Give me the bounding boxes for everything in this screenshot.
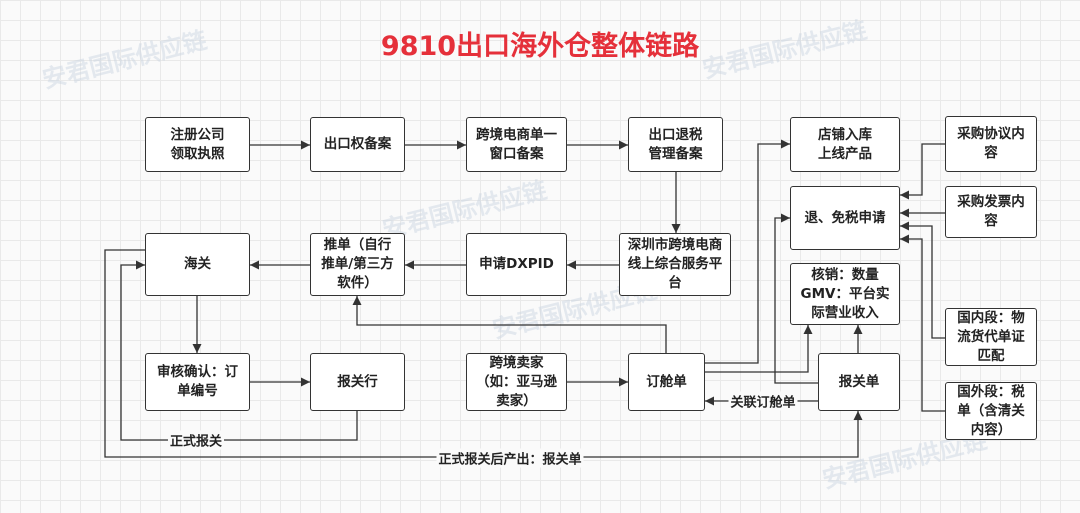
- node-register: 注册公司领取执照: [145, 117, 250, 172]
- edge: [104, 249, 863, 458]
- diagram-title: 9810出口海外仓整体链路: [380, 31, 700, 62]
- node-overseas: 国外段：税单（含清关内容）: [945, 382, 1037, 440]
- edge: [705, 139, 790, 364]
- edge: [352, 296, 667, 353]
- edge: [774, 213, 818, 384]
- node-declaration: 报关单: [818, 353, 900, 411]
- edge: [900, 143, 945, 200]
- node-apply-dxpid: 申请DXPID: [466, 233, 567, 296]
- edge: [120, 260, 358, 441]
- node-broker: 报关行: [310, 353, 405, 411]
- node-seller: 跨境卖家（如：亚马逊卖家）: [466, 353, 567, 411]
- node-store-listing: 店铺入库上线产品: [790, 117, 900, 172]
- node-purchase-invoice: 采购发票内容: [945, 186, 1037, 238]
- edge: [900, 221, 945, 339]
- node-tax-exempt-apply: 退、免税申请: [790, 186, 900, 250]
- node-customs: 海关: [145, 233, 250, 296]
- edge: [705, 325, 813, 373]
- node-sz-platform: 深圳市跨境电商线上综合服务平台: [619, 233, 731, 296]
- node-push-order: 推单（自行推单/第三方软件）: [310, 233, 405, 296]
- edge-label-after-declare: 正式报关后产出：报关单: [436, 448, 584, 468]
- node-review: 审核确认：订单编号: [145, 353, 250, 411]
- node-purchase-agreement: 采购协议内容: [945, 116, 1037, 172]
- node-booking: 订舱单: [628, 353, 705, 411]
- edge-label-formal-declare: 正式报关: [167, 430, 225, 450]
- edge-label-link-booking: 关联订舱单: [728, 391, 798, 411]
- node-single-window: 跨境电商单一窗口备案: [466, 117, 567, 172]
- node-tax-refund-record: 出口退税管理备案: [628, 117, 723, 172]
- node-export-right: 出口权备案: [310, 117, 405, 172]
- edge: [900, 234, 945, 412]
- node-domestic: 国内段：物流货代单证匹配: [945, 308, 1037, 366]
